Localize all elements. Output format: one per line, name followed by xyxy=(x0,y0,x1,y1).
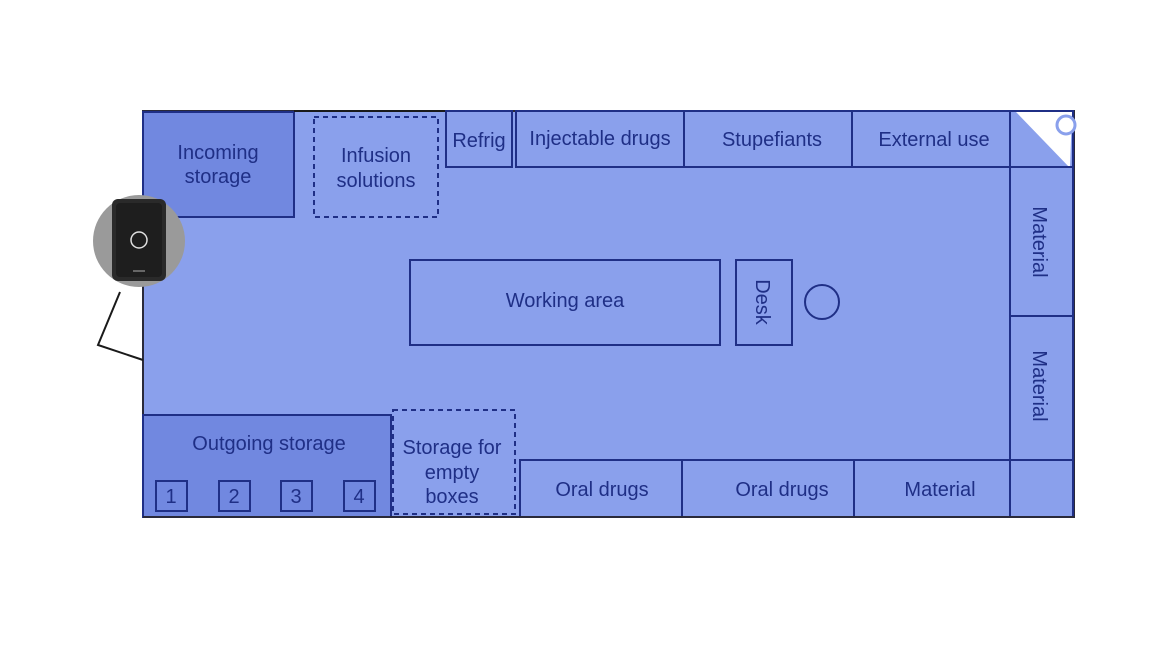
external-use-label: External use xyxy=(878,129,989,151)
zone-outgoing-storage[interactable] xyxy=(142,414,392,518)
card-reader-device-icon[interactable] xyxy=(93,195,185,287)
bin-2[interactable] xyxy=(218,480,251,512)
injectable-drugs-label: Injectable drugs xyxy=(529,128,670,150)
infusion-solutions-label-1: Infusion xyxy=(341,145,411,167)
bin-3[interactable] xyxy=(280,480,313,512)
infusion-solutions-label-2: solutions xyxy=(337,170,416,192)
material-right-bottom-label: Material xyxy=(1028,350,1050,421)
zone-incoming-storage[interactable] xyxy=(142,111,295,218)
oral-drugs-2-label: Oral drugs xyxy=(735,479,828,501)
incoming-storage-label-2: storage xyxy=(185,166,252,188)
circle-stool-icon xyxy=(804,284,840,320)
bin-1-label: 1 xyxy=(165,486,176,508)
stupefiants-label: Stupefiants xyxy=(722,129,822,151)
working-area-label: Working area xyxy=(506,290,625,312)
storage-empty-boxes-label-3: boxes xyxy=(425,486,478,508)
zone-storage-empty-boxes[interactable] xyxy=(392,409,516,515)
oral-drugs-1-label: Oral drugs xyxy=(555,479,648,501)
zone-desk[interactable] xyxy=(735,259,793,346)
bin-4[interactable] xyxy=(343,480,376,512)
bin-3-label: 3 xyxy=(290,486,301,508)
storage-empty-boxes-label-2: empty xyxy=(425,462,479,484)
bin-1[interactable] xyxy=(155,480,188,512)
refrig-label: Refrig xyxy=(452,130,505,152)
zone-infusion-solutions[interactable] xyxy=(313,116,439,218)
zone-refrig[interactable] xyxy=(445,110,513,168)
zone-working-area[interactable] xyxy=(409,259,721,346)
bin-2-label: 2 xyxy=(228,486,239,508)
incoming-storage-label-1: Incoming xyxy=(177,142,258,164)
door-swing xyxy=(96,291,144,361)
material-bottom-label: Material xyxy=(904,479,975,501)
outgoing-storage-label: Outgoing storage xyxy=(192,433,345,455)
material-right-top-label: Material xyxy=(1028,206,1050,277)
desk-label: Desk xyxy=(751,279,773,326)
corner-marker-icon xyxy=(1055,114,1077,136)
storage-empty-boxes-label-1: Storage for xyxy=(403,437,502,459)
bin-4-label: 4 xyxy=(353,486,364,508)
